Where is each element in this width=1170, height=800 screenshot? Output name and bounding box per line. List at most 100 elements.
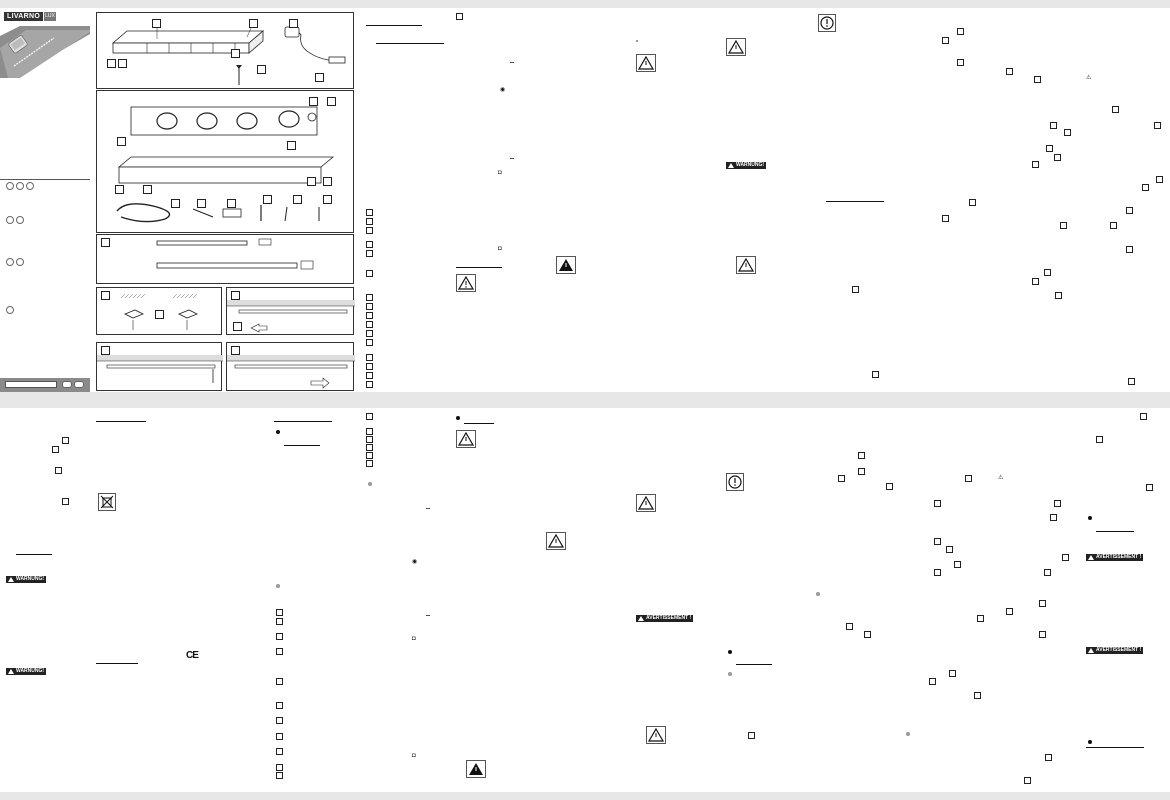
symbol-dc: ⎓ <box>426 506 430 512</box>
ref-box <box>1062 554 1069 561</box>
ref-box <box>1054 154 1061 161</box>
list-marker <box>366 452 373 459</box>
list-marker <box>366 270 373 277</box>
callout-23 <box>155 310 164 319</box>
ref-box <box>886 483 893 490</box>
list-marker <box>276 633 283 640</box>
ref-box <box>1044 269 1051 276</box>
caution-circle-icon <box>818 14 836 32</box>
ref-box <box>1006 608 1013 615</box>
callout-13 <box>115 185 124 194</box>
ref-box <box>949 670 956 677</box>
warning-banner-de: WARNUNG! <box>726 162 767 169</box>
warning-triangle-icon <box>736 256 756 274</box>
callout-22 <box>323 195 332 204</box>
manual-sheet-top: LIVARNO LUX <box>0 8 1170 392</box>
ref-box <box>1054 500 1061 507</box>
list-marker <box>276 764 283 771</box>
warning-banner-fr: AVERTISSEMENT ! <box>636 615 694 622</box>
warning-triangle-icon <box>556 256 576 274</box>
ref-box <box>858 468 865 475</box>
ref-box <box>1060 222 1067 229</box>
warning-triangle-icon <box>466 760 486 778</box>
list-marker <box>276 618 283 625</box>
led-bar-icon <box>111 25 346 85</box>
callout-16 <box>323 177 332 186</box>
ref-box <box>946 546 953 553</box>
brand-logo: LIVARNO LUX <box>4 12 56 21</box>
symbol-dc: ⎓ <box>426 613 430 619</box>
section-heading-rule <box>736 664 772 665</box>
figure-parts <box>96 90 354 233</box>
warning-triangle-icon <box>456 430 476 448</box>
ref-box <box>974 692 981 699</box>
warning-triangle-icon <box>636 494 656 512</box>
warning-banner-de: WARNUNG! <box>6 668 47 675</box>
callout-6 <box>231 49 240 58</box>
callout-14 <box>143 185 152 194</box>
list-marker <box>276 733 283 740</box>
list-marker <box>366 444 373 451</box>
ref-box <box>942 37 949 44</box>
section-heading-rule <box>96 421 146 422</box>
ref-box <box>1045 754 1052 761</box>
section-heading-rule <box>464 423 494 424</box>
ref-box <box>1156 176 1163 183</box>
figure-step-1 <box>96 234 354 284</box>
section-heading-rule <box>826 201 884 202</box>
list-marker <box>366 294 373 301</box>
bullet <box>276 430 280 434</box>
ref-box <box>1154 122 1161 129</box>
ref-box <box>1055 292 1062 299</box>
warning-triangle-icon <box>726 38 746 56</box>
warning-triangle-icon <box>546 532 566 550</box>
cover-footer-band <box>0 378 90 392</box>
bullet <box>906 732 910 736</box>
figure-step-3 <box>226 287 355 335</box>
list-marker <box>366 460 373 467</box>
callout-7 <box>257 65 266 74</box>
callout-9 <box>309 97 318 106</box>
list-marker <box>366 413 373 420</box>
step-label-2 <box>101 291 110 300</box>
cover-divider <box>0 179 90 180</box>
list-marker <box>276 772 283 779</box>
symbol-dc: ⎓ <box>510 156 514 162</box>
callout-19 <box>227 199 236 208</box>
ref-box <box>1032 161 1039 168</box>
caution-circle-icon <box>726 473 744 491</box>
symbol-class-2: ◘ <box>498 170 502 176</box>
manual-sheet-bottom: WARNUNG! WARNUNG! CE ⎓ ◉ ⎓ ◘ ◘ AVERTISSE… <box>0 408 1170 792</box>
callout-21 <box>293 195 302 204</box>
callout-3 <box>289 19 298 28</box>
ref-box <box>934 569 941 576</box>
ref-box <box>1142 184 1149 191</box>
lang-row-1 <box>6 182 34 190</box>
ref-box <box>1096 436 1103 443</box>
list-marker <box>366 339 373 346</box>
section-heading-rule <box>16 554 52 555</box>
list-marker <box>366 241 373 248</box>
article-number-box <box>5 381 57 388</box>
callout-11 <box>117 137 126 146</box>
ref-box <box>1126 207 1133 214</box>
bullet <box>816 592 820 596</box>
ref-box <box>934 500 941 507</box>
lang-row-2 <box>6 216 24 224</box>
ref-box <box>1110 222 1117 229</box>
callout-4 <box>107 59 116 68</box>
symbol-polarity: ◉ <box>500 87 506 93</box>
ref-box <box>52 446 59 453</box>
ref-box <box>1126 246 1133 253</box>
warning-triangle-icon <box>456 274 476 292</box>
warning-triangle-icon <box>636 54 656 72</box>
ref-box <box>1140 413 1147 420</box>
list-marker <box>366 227 373 234</box>
bullet <box>368 482 372 486</box>
list-marker <box>366 354 373 361</box>
ref-box <box>55 467 62 474</box>
ref-box <box>748 732 755 739</box>
ref-box <box>852 286 859 293</box>
warning-triangle-icon <box>646 726 666 744</box>
ref-box <box>1050 122 1057 129</box>
